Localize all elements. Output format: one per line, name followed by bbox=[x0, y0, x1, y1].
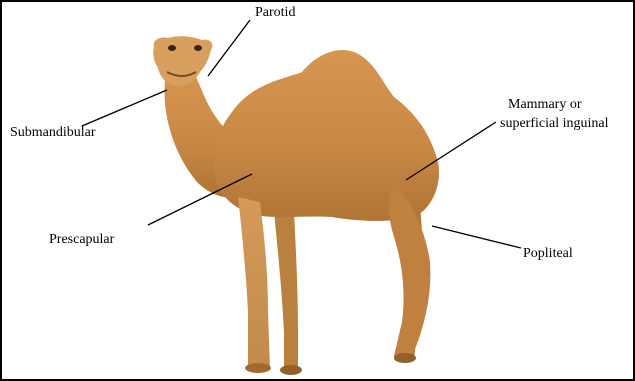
label-submandibular: Submandibular bbox=[10, 124, 96, 141]
leader-line-submandibular bbox=[82, 90, 167, 126]
camel-head bbox=[153, 36, 212, 86]
camel-body bbox=[214, 50, 439, 221]
label-parotid: Parotid bbox=[255, 4, 295, 21]
leader-line-parotid bbox=[208, 20, 250, 76]
label-mammary-line2: superficial inguinal bbox=[500, 115, 608, 132]
label-prescapular: Prescapular bbox=[49, 231, 114, 248]
camel-far-fore-leg bbox=[274, 212, 298, 370]
leader-line-popliteal bbox=[432, 226, 521, 248]
camel-near-fore-leg bbox=[238, 197, 270, 370]
label-mammary-line1: Mammary or bbox=[508, 96, 581, 113]
label-popliteal: Popliteal bbox=[523, 245, 573, 262]
